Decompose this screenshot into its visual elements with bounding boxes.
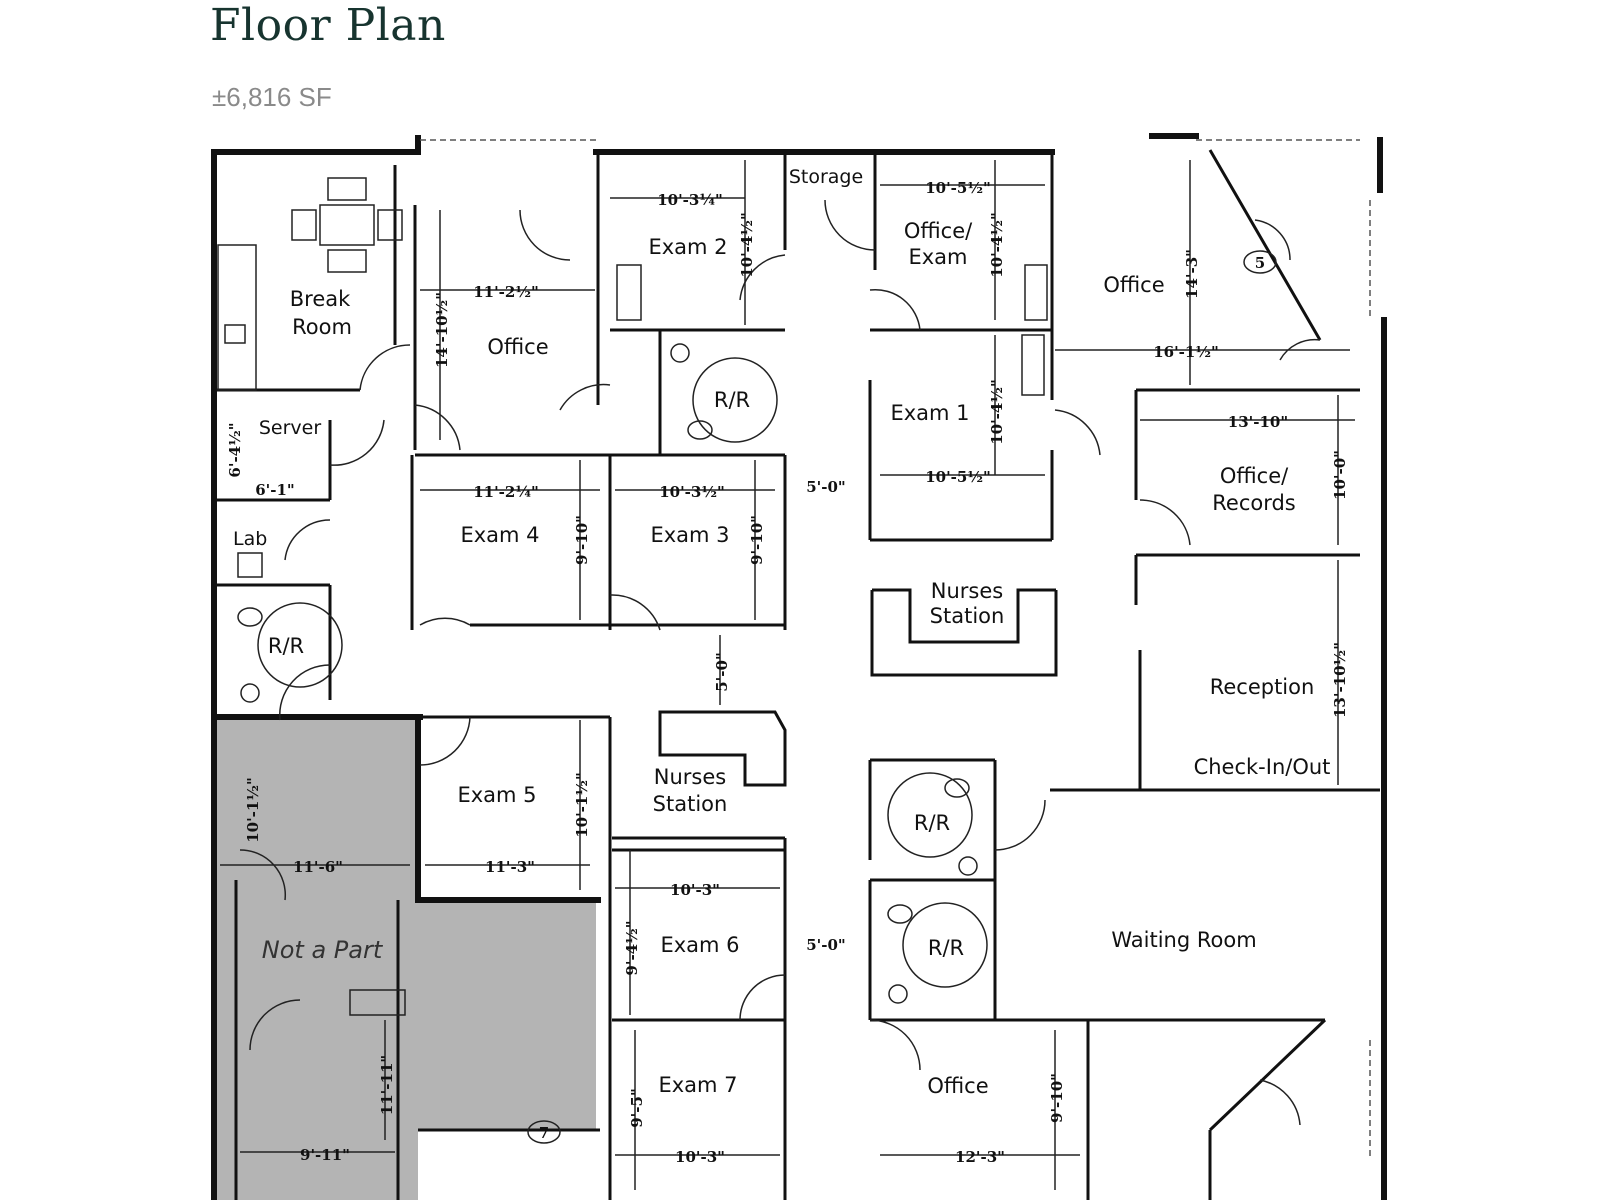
- dimension-label: 5'-0": [806, 478, 846, 496]
- dimension-label: 11'-3": [485, 858, 535, 876]
- room-label-exam-7: Exam 7: [658, 1073, 737, 1097]
- dimension-label: 6'-1": [255, 481, 295, 499]
- room-label-office-exam-line2: Exam: [908, 245, 967, 269]
- room-label-break-room-line2: Room: [292, 315, 352, 339]
- dimension-label: 10'-4½": [738, 212, 756, 278]
- exterior-walls: [211, 133, 1387, 1200]
- room-label-office-records: Office/: [1220, 464, 1289, 488]
- not-a-part-zone: [214, 720, 596, 1200]
- dimension-label: 10'-3½": [659, 483, 725, 501]
- marker-label: 5: [1255, 254, 1265, 272]
- room-label-exam-3: Exam 3: [650, 523, 729, 547]
- area-subtitle: ±6,816 SF: [212, 82, 332, 112]
- room-label-exam-2: Exam 2: [648, 235, 727, 259]
- dimension-label: 9'-11": [300, 1146, 350, 1164]
- dimension-label: 9'-4½": [623, 920, 641, 975]
- room-label-not-a-part: Not a Part: [262, 936, 384, 964]
- room-label-exam-6: Exam 6: [660, 933, 739, 957]
- room-label-office-2: Office: [1103, 273, 1164, 297]
- marker-label: 7: [539, 1124, 549, 1142]
- plan-markers: 5 7: [539, 254, 1265, 1142]
- dimension-label: 14'-10½": [433, 292, 451, 368]
- dimension-label: 9'-10": [573, 515, 591, 565]
- room-label-rr-2: R/R: [268, 634, 304, 658]
- dimension-labels: 10'-3¼" 10'-4½" 10'-5½" 10'-4½" 14'-3" 1…: [226, 179, 1349, 1166]
- dimension-label: 9'-5": [628, 1088, 646, 1128]
- dimension-label: 10'-3": [675, 1148, 725, 1166]
- room-labels: Break Room Office Exam 2 Storage Office/…: [233, 166, 1330, 1098]
- room-label-server: Server: [259, 417, 321, 439]
- dimension-label: 16'-1½": [1153, 343, 1219, 361]
- dimension-lines: [220, 160, 1355, 1190]
- dimension-label: 9'-10": [1048, 1073, 1066, 1123]
- dimension-label: 10'-3¼": [657, 191, 723, 209]
- room-label-office-records-line2: Records: [1212, 491, 1296, 515]
- dimension-label: 5'-0": [806, 936, 846, 954]
- room-label-nurses-station-1-line2: Station: [930, 604, 1005, 628]
- dimension-label: 10'-5½": [925, 468, 991, 486]
- dimension-label: 12'-3": [955, 1148, 1005, 1166]
- room-label-rr-4: R/R: [928, 936, 964, 960]
- room-label-check-in-out: Check-In/Out: [1194, 755, 1331, 779]
- room-label-nurses-station-1: Nurses: [931, 579, 1003, 603]
- dimension-label: 10'-1½": [573, 772, 591, 838]
- dimension-label: 10'-5½": [925, 179, 991, 197]
- dimension-label: 6'-4½": [226, 422, 244, 477]
- dimension-label: 14'-3": [1183, 249, 1201, 299]
- dimension-label: 13'-10": [1228, 413, 1288, 431]
- fixtures: [217, 177, 1277, 1144]
- room-label-rr-3: R/R: [914, 811, 950, 835]
- dimension-label: 10'-1½": [244, 777, 262, 843]
- dimension-label: 11'-11": [378, 1055, 396, 1115]
- room-label-office-exam: Office/: [904, 219, 973, 243]
- dimension-label: 11'-2¼": [473, 483, 539, 501]
- room-label-nurses-station-2: Nurses: [654, 765, 726, 789]
- room-label-office-3: Office: [927, 1074, 988, 1098]
- room-label-rr-1: R/R: [714, 388, 750, 412]
- room-label-lab: Lab: [233, 528, 267, 550]
- room-label-nurses-station-2-line2: Station: [653, 792, 728, 816]
- dimension-label: 11'-6": [293, 858, 343, 876]
- dimension-label: 10'-3": [670, 881, 720, 899]
- room-label-exam-1: Exam 1: [890, 401, 969, 425]
- door-swings: [239, 199, 1321, 1126]
- dimension-label: 9'-10": [748, 515, 766, 565]
- dimension-label: 11'-2½": [473, 283, 539, 301]
- dimension-label: 10'-4½": [988, 379, 1006, 445]
- room-label-break-room: Break: [290, 287, 351, 311]
- interior-walls: [211, 149, 1380, 1200]
- room-label-office-1: Office: [487, 335, 548, 359]
- page-title: Floor Plan: [210, 0, 446, 51]
- room-label-exam-4: Exam 4: [460, 523, 539, 547]
- dimension-label: 13'-10½": [1331, 642, 1349, 718]
- dimension-label: 5'-0": [713, 652, 731, 692]
- room-label-reception: Reception: [1210, 675, 1315, 699]
- room-label-exam-5: Exam 5: [457, 783, 536, 807]
- dimension-label: 10'-4½": [988, 212, 1006, 278]
- dimension-label: 10'-0": [1331, 450, 1349, 500]
- room-label-waiting-room: Waiting Room: [1111, 928, 1256, 952]
- room-label-storage: Storage: [789, 166, 863, 188]
